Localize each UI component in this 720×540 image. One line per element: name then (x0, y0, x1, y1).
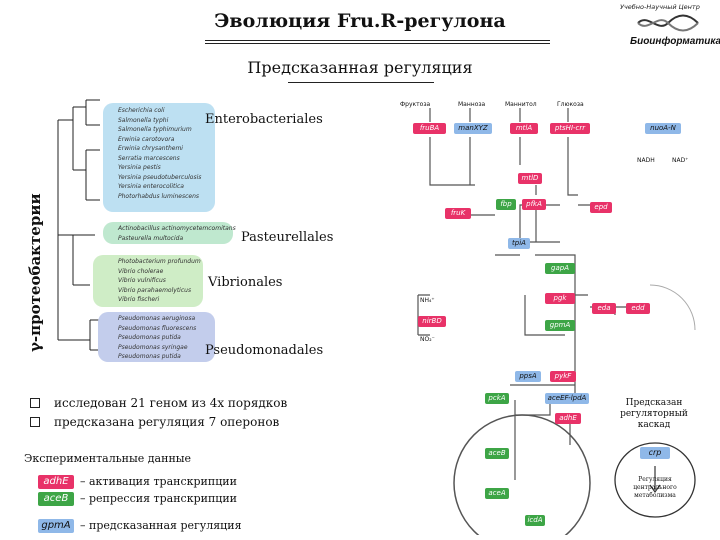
gene-box: pgk (545, 293, 575, 304)
group-box-vibrionales (93, 255, 203, 307)
logo-caption: Учебно-Научный Центр (620, 3, 700, 11)
gene-box: aceB (485, 448, 509, 459)
gene-box: manXYZ (454, 123, 492, 134)
species-name: Salmonella typhi (118, 116, 169, 124)
cascade-oval (614, 442, 696, 518)
bullet-item: исследован 21 геном из 4х порядков (30, 396, 287, 410)
species-name: Photobacterium profundum (118, 258, 201, 265)
gene-box: ppsA (515, 371, 541, 382)
gene-box: mtlA (510, 123, 538, 134)
species-list-vibrionales: Photobacterium profundum Vibrio cholerae… (118, 257, 201, 305)
gene-box: pfkA (522, 199, 546, 210)
group-box-pasteurellales (103, 222, 233, 244)
gene-box: epd (590, 202, 612, 213)
legend-text: – репрессия транскрипции (80, 492, 238, 505)
substrate-label: Маннитол (505, 101, 537, 108)
species-list-pseudomonadales: Pseudomonas aeruginosa Pseudomonas fluor… (118, 314, 196, 362)
legend-text: – предсказанная регуляция (80, 519, 242, 532)
bullet-item: предсказана регуляция 7 оперонов (30, 415, 279, 429)
substrate-label: Фруктоза (400, 101, 431, 108)
legend-gene-green: aceB (38, 492, 74, 506)
gene-box: edd (626, 303, 650, 314)
group-box-enterobacteriales (103, 103, 215, 212)
species-name: Pseudomonas fluorescens (118, 324, 197, 332)
gene-box: tpiA (508, 238, 530, 249)
legend-gene-red: adhE (38, 475, 74, 489)
species-list-pasteurellales: Actinobacillus actinomycetemcomitans Pas… (118, 224, 236, 243)
logo-icon (637, 14, 699, 32)
gene-box: pckA (485, 393, 509, 404)
subtitle-underline (288, 82, 434, 83)
species-name: Photorhabdus luminescens (118, 192, 200, 200)
gene-box: fruK (445, 208, 471, 219)
cascade-title: Предсказан регуляторный каскад (620, 398, 688, 430)
gene-box: icdA (525, 515, 545, 526)
logo-name: Биоинформатика (630, 36, 720, 47)
gene-box: fbp (496, 199, 516, 210)
checkbox-icon (30, 398, 40, 408)
legend-gene-blue: gpmA (38, 519, 74, 533)
nadh-label: NADH (637, 157, 655, 164)
cascade-gene: crp (640, 447, 670, 459)
species-name: Escherichia coli (118, 107, 165, 114)
gene-box: eda (592, 303, 616, 314)
group-box-pseudomonadales (98, 312, 215, 362)
gene-box: pykF (550, 371, 576, 382)
title-underline-2 (205, 43, 550, 44)
phylo-tree (57, 99, 102, 351)
order-label-vibrionales: Vibrionales (208, 275, 283, 290)
species-name: Erwinia carotovora (118, 135, 175, 143)
species-name: Pseudomonas putida (118, 334, 181, 341)
order-label-pasteurellales: Pasteurellales (241, 230, 334, 245)
gene-box: aceA (485, 488, 509, 499)
species-name: Yersinia pestis (118, 164, 161, 171)
title-underline (205, 40, 550, 41)
gene-box: nuoA-N (645, 123, 681, 134)
species-name: Salmonella typhimurium (118, 126, 192, 133)
species-name: Vibrio fischeri (118, 296, 160, 303)
species-name: Vibrio vulnificus (118, 277, 166, 284)
checkbox-icon (30, 417, 40, 427)
species-name: Yersinia enterocolitica (118, 183, 184, 190)
species-name: Erwinia chrysanthemi (118, 145, 183, 152)
subtitle: Предсказанная регуляция (247, 58, 473, 77)
species-name: Vibrio parahaemolyticus (118, 286, 192, 294)
experimental-title: Экспериментальные данные (24, 452, 192, 465)
species-name: Pseudomonas putida (118, 353, 181, 360)
legend-text: – активация транскрипции (80, 475, 237, 488)
species-name: Actinobacillus actinomycetemcomitans (118, 225, 236, 232)
gene-box: nirBD (418, 316, 446, 327)
gene-box: mtlD (518, 173, 542, 184)
species-list-enterobacteriales: Escherichia coli Salmonella typhi Salmon… (118, 106, 201, 201)
species-name: Yersinia pseudotuberculosis (118, 173, 202, 181)
species-name: Vibrio cholerae (118, 267, 164, 275)
cascade-note: Регуляция центрального метаболизма (633, 476, 677, 499)
gene-box: fruBA (413, 123, 446, 134)
gene-box: aceEF-lpdA (545, 393, 589, 404)
order-label-enterobacteriales: Enterobacteriales (205, 112, 323, 127)
gene-box: gpmA (545, 320, 575, 331)
substrate-label: Манноза (458, 101, 486, 108)
species-name: Pseudomonas aeruginosa (118, 315, 196, 322)
nad-label: NAD⁺ (672, 157, 689, 164)
species-name: Pasteurella multocida (118, 234, 184, 242)
nh4-label: NH₄⁺ (420, 297, 435, 304)
gene-box: gapA (545, 263, 575, 274)
no2-label: NO₂⁻ (420, 336, 435, 343)
substrate-label: Глюкоза (557, 101, 584, 108)
gene-box: ptsHI-crr (550, 123, 590, 134)
species-name: Pseudomonas syringae (118, 343, 188, 351)
species-name: Serratia marcescens (118, 154, 180, 162)
page-title: Эволюция Fru.R-регулона (214, 10, 506, 32)
order-label-pseudomonadales: Pseudomonadales (205, 343, 324, 358)
gene-box: adhE (555, 413, 581, 424)
